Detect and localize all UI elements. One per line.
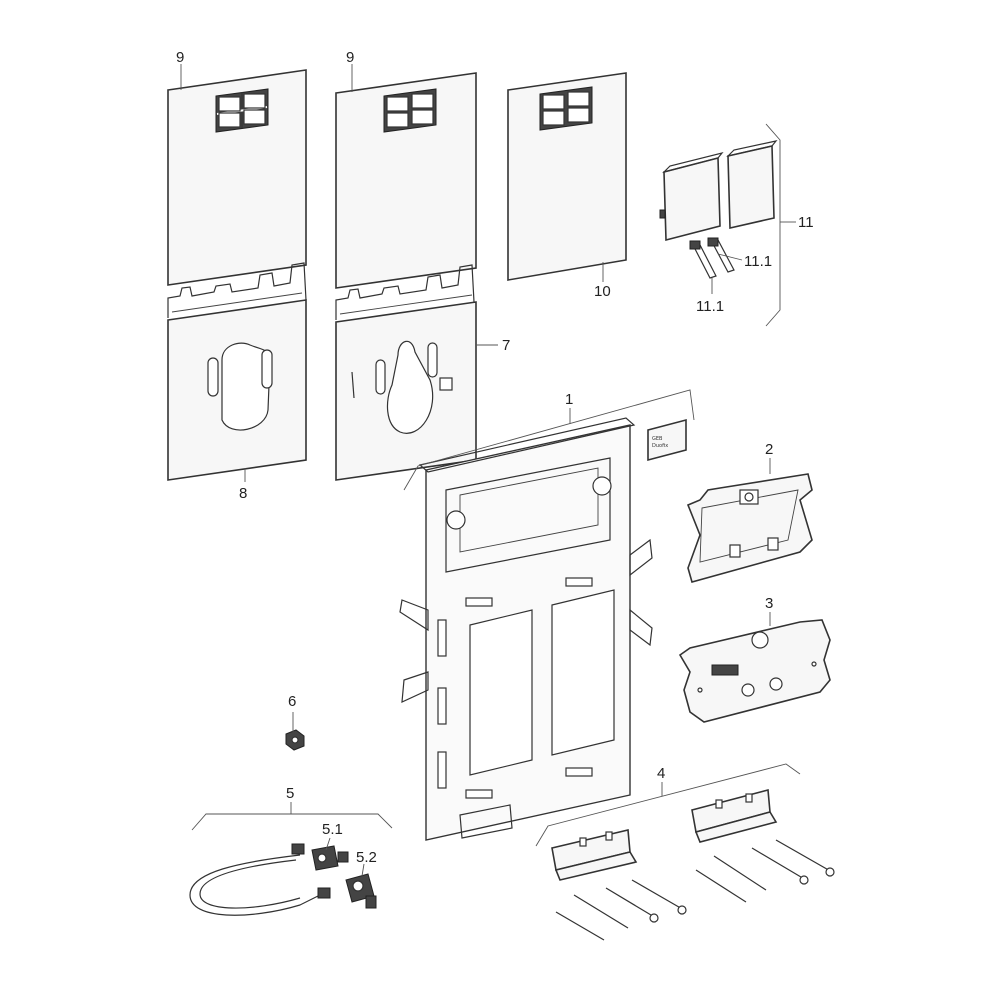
part-9-cover-plate-left [167,69,307,286]
label-11-1-upper: 11.1 [744,253,772,270]
label-9-middle: 9 [346,49,354,66]
part-7-mounting-plate [335,264,477,481]
label-11: 11 [798,214,814,231]
part-5-1-fitting [311,845,349,871]
label-10: 10 [594,283,611,300]
part-9-cover-plate-middle [335,72,477,289]
part-3-plate [678,619,831,723]
part-1-installation-frame: GEB Duofix [399,417,687,841]
part-2-bracket [686,473,813,583]
part-6-nut [285,729,305,751]
svg-text:Duofix: Duofix [652,443,668,449]
part-labels: 9 9 10 11 11.1 11.1 7 8 1 2 3 4 5 5.1 5.… [176,49,814,866]
part-5-2-valve [345,873,377,909]
part-11-1-actuating-rods [689,237,735,279]
svg-text:GEB: GEB [652,436,663,442]
leader-lines [180,64,801,877]
label-9-left: 9 [176,49,184,66]
label-3: 3 [765,595,773,612]
label-5-1: 5.1 [322,821,343,838]
part-4-fixing-set [551,788,835,941]
label-7: 7 [502,337,510,354]
label-4: 4 [657,765,665,782]
part-5-supply-hose [189,843,331,916]
label-1: 1 [565,391,573,408]
label-5: 5 [286,785,294,802]
label-6: 6 [288,693,296,710]
part-8-mounting-plate [167,262,307,481]
label-5-2: 5.2 [356,849,377,866]
label-2: 2 [765,441,773,458]
part-10-cover-plate [507,72,627,281]
label-11-1-lower: 11.1 [696,298,724,315]
part-11-push-buttons [659,140,778,242]
label-8: 8 [239,485,247,502]
